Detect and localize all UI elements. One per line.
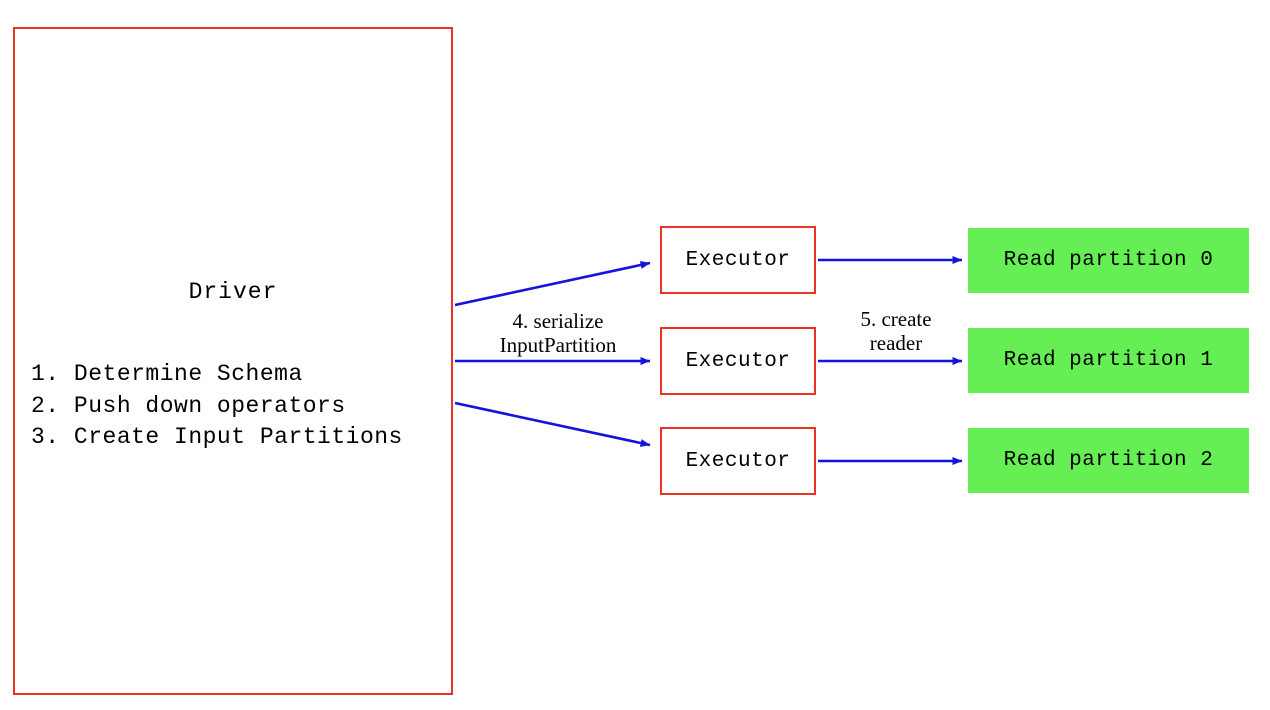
edge-driver-to-executor-0 — [454, 261, 651, 307]
driver-node[interactable]: Driver 1. Determine Schema 2. Push down … — [13, 27, 453, 695]
executor-node-1[interactable]: Executor — [660, 327, 816, 395]
edge-label-serialize-inputpartition: 4. serialize InputPartition — [499, 309, 617, 357]
executor-label-1: Executor — [685, 349, 791, 373]
read-partition-node-0[interactable]: Read partition 0 — [968, 228, 1249, 293]
read-partition-label-2: Read partition 2 — [1003, 449, 1214, 472]
read-partition-node-1[interactable]: Read partition 1 — [968, 328, 1249, 393]
driver-steps-list: 1. Determine Schema 2. Push down operato… — [31, 361, 403, 451]
executor-node-2[interactable]: Executor — [660, 427, 816, 495]
executor-label-2: Executor — [685, 449, 791, 473]
driver-title: Driver — [188, 279, 278, 305]
executor-label-0: Executor — [685, 248, 791, 272]
read-partition-node-2[interactable]: Read partition 2 — [968, 428, 1249, 493]
edge-driver-to-executor-2 — [454, 401, 651, 447]
edge-label-create-reader: 5. create reader — [860, 307, 932, 355]
read-partition-label-1: Read partition 1 — [1003, 349, 1214, 372]
executor-node-0[interactable]: Executor — [660, 226, 816, 294]
read-partition-label-0: Read partition 0 — [1003, 249, 1214, 272]
